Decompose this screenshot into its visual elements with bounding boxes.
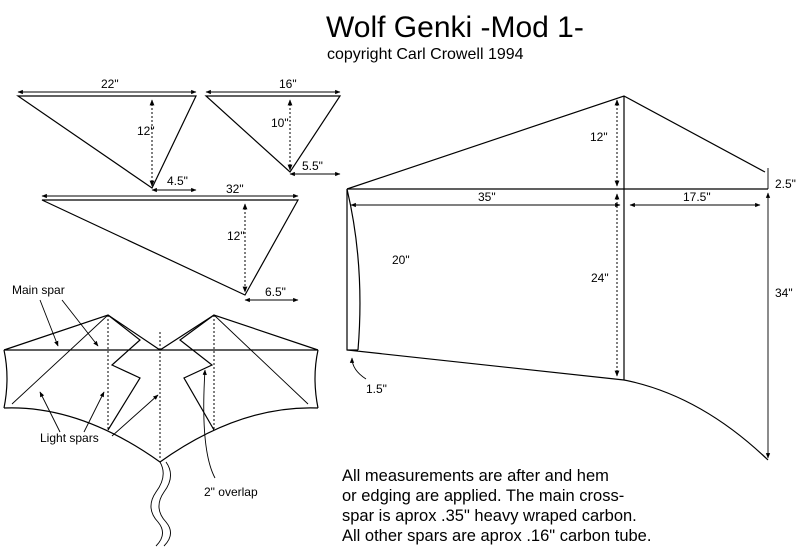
panel-3-top-length: 32" <box>226 182 244 196</box>
note-line: or edging are applied. The main cross- <box>342 487 624 505</box>
panel-1-height: 12" <box>137 124 155 138</box>
side-height-24: 24" <box>591 271 609 285</box>
side-length-35: 35" <box>478 190 496 204</box>
panel-3-offset: 6.5" <box>265 285 286 299</box>
light-spars-label: Light spars <box>40 431 99 445</box>
panel-2: 16" 10" 5.5" <box>204 77 342 177</box>
side-height-2-5: 2.5" <box>775 177 796 191</box>
copyright-line: copyright Carl Crowell 1994 <box>327 46 524 63</box>
panel-1-offset: 4.5" <box>167 174 188 188</box>
side-bottom-1-5: 1.5" <box>366 382 387 396</box>
note-line: All other spars are aprox .16" carbon tu… <box>342 527 651 545</box>
overlap-label: 2" overlap <box>204 485 258 499</box>
panel-2-height: 10" <box>271 116 289 130</box>
side-height-12: 12" <box>590 130 608 144</box>
panel-1-top-length: 22" <box>101 77 119 91</box>
panel-3-height: 12" <box>227 229 245 243</box>
side-length-17-5: 17.5" <box>683 190 711 204</box>
panel-2-top-length: 16" <box>279 77 297 91</box>
note-line: All measurements are after and hem <box>342 467 609 485</box>
notes-block: All measurements are after and hem or ed… <box>342 467 651 545</box>
side-height-34: 34" <box>775 286 793 300</box>
panel-3: 32" 12" 6.5" <box>41 182 300 303</box>
panel-2-offset: 5.5" <box>302 159 323 173</box>
main-spar-label: Main spar <box>12 283 65 297</box>
panel-1: 22" 12" 4.5" <box>16 77 197 193</box>
note-line: spar is aprox .35" heavy wraped carbon. <box>342 507 637 525</box>
side-height-20: 20" <box>392 253 410 267</box>
diagram-title: Wolf Genki -Mod 1- <box>326 11 584 44</box>
kite-front-view: Main spar Light spars 2" overlap <box>3 283 319 547</box>
side-view: 12" 2.5" 35" 17.5" 20" 24" 34" 1.5" <box>346 95 796 461</box>
